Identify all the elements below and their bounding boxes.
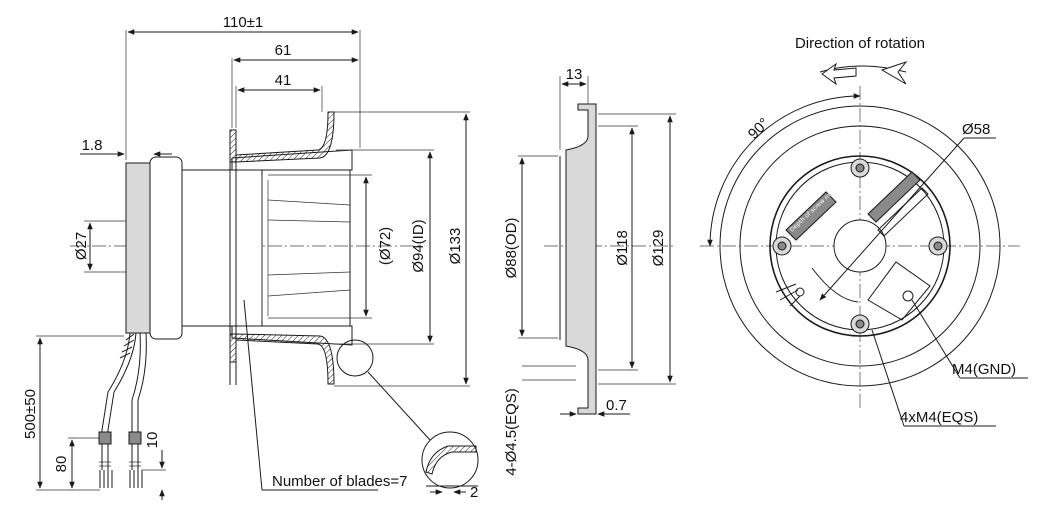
shroud-bottom: [229, 333, 335, 385]
plate-label: Depth of screw max.5mm: [789, 175, 851, 233]
cable-exit: [775, 283, 801, 307]
lead-wires: [98, 332, 147, 488]
mount-screws-label: 4xM4(EQS): [900, 409, 978, 426]
motor-back-plate: [125, 162, 151, 334]
dim-hub-diameter: Ø27: [73, 232, 90, 260]
dim-ring-depth: 13: [566, 66, 583, 83]
electronics-pocket: [867, 261, 931, 321]
shroud-top: [229, 111, 335, 163]
dim-cable-length: 500±50: [22, 389, 39, 439]
ring-view: 13 Ø88(OD) Ø118 Ø129 4-Ø4.5(EQS) 0.7: [503, 66, 676, 476]
dim-ring-od: Ø88(OD): [503, 218, 520, 279]
dim-outer-133: Ø133: [447, 228, 464, 265]
side-view: 110±1 61 41 1.8 Ø27 (Ø72) Ø94(ID) Ø: [22, 14, 479, 501]
dim-detail-thickness: 2: [470, 484, 478, 501]
dim-ring-118: Ø118: [614, 230, 631, 266]
plate-slot: [867, 171, 921, 223]
rotation-label: Direction of rotation: [795, 35, 925, 52]
dim-ring-thickness: 0.7: [606, 397, 627, 414]
detail-marker: [336, 339, 374, 377]
dim-strip-length: 80: [53, 456, 70, 473]
dim-length-41: 41: [275, 72, 292, 89]
blade-count-note: Number of blades=7: [272, 473, 408, 490]
angle-label: 90°: [745, 115, 773, 143]
dim-diameter-58: Ø58: [962, 121, 990, 138]
connector-left: [98, 431, 112, 445]
rotor-body: [181, 169, 263, 327]
dim-flange-thickness: 1.8: [82, 137, 103, 154]
front-view: Depth of screw max.5mm Direction of rota…: [700, 35, 1028, 427]
dim-inner-72: (Ø72): [377, 227, 394, 265]
dim-inner-id: Ø94(ID): [410, 219, 427, 272]
connector-right: [128, 431, 142, 445]
detail-view: [421, 431, 479, 489]
motor-housing: [149, 156, 183, 340]
dim-length-61: 61: [275, 42, 292, 59]
dim-ring-holes: 4-Ø4.5(EQS): [503, 388, 520, 476]
dim-overall-length: 110±1: [223, 14, 264, 31]
dim-wire-strip: 10: [144, 432, 161, 449]
ground-screw-label: M4(GND): [952, 361, 1016, 378]
hub-bore: [833, 219, 887, 273]
inlet-ring-profile: [565, 103, 597, 415]
dim-ring-129: Ø129: [650, 230, 667, 267]
